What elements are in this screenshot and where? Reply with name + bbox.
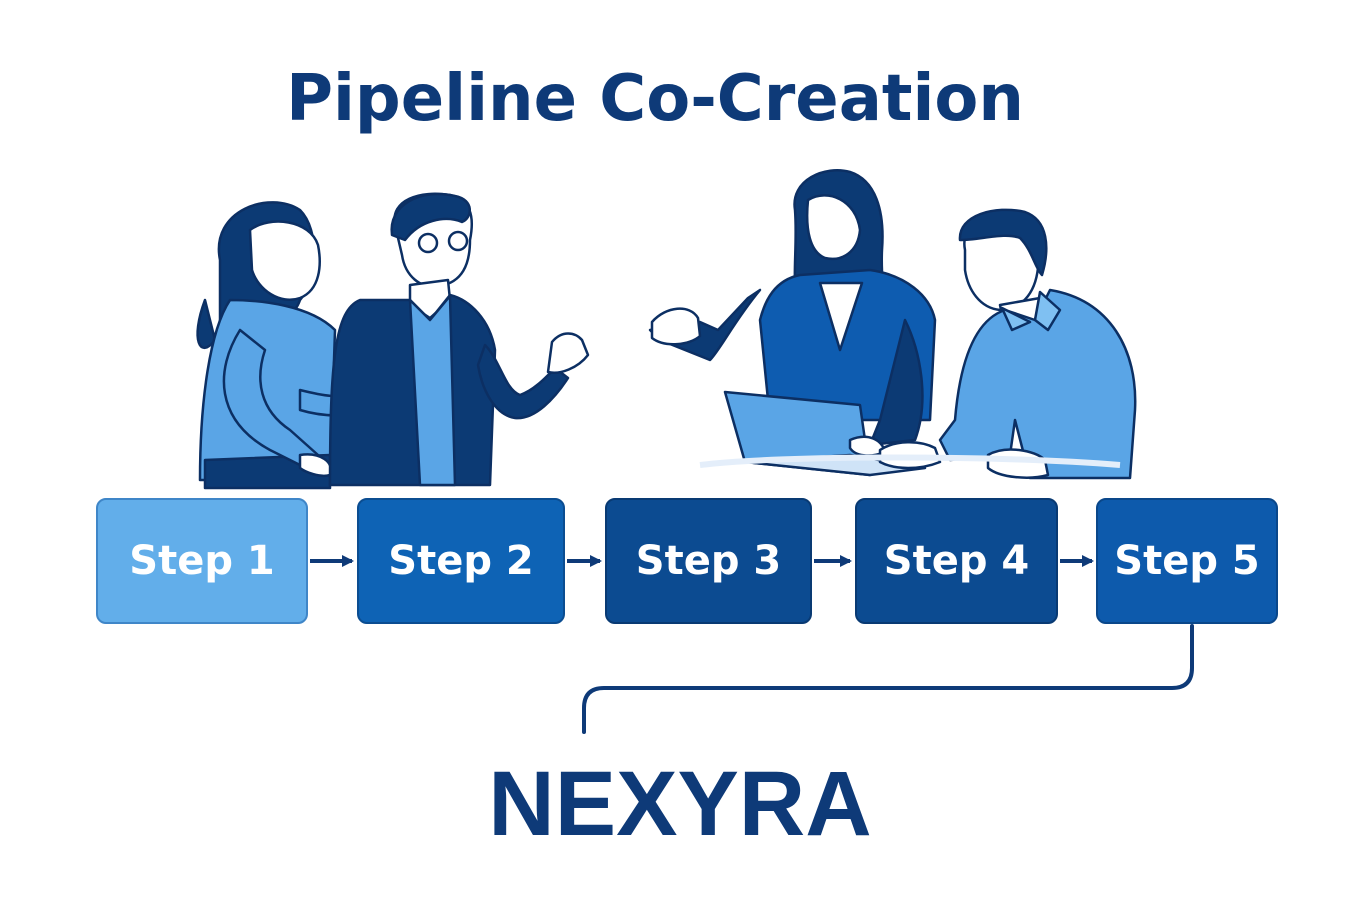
person-woman-laptop	[648, 169, 937, 447]
step-1-box: Step 1	[96, 498, 308, 624]
step-3-box: Step 3	[605, 498, 812, 624]
step-2-label: Step 2	[388, 538, 534, 584]
step-1-label: Step 1	[129, 538, 275, 584]
step-3-label: Step 3	[635, 538, 782, 584]
brand-logo-text: NEXYRA	[488, 753, 872, 855]
person-woman-left	[196, 201, 442, 490]
table-shadow	[699, 454, 1121, 468]
step-5-box: Step 5	[1096, 498, 1278, 624]
step-4-label: Step 4	[883, 538, 1030, 584]
page-title: Pipeline Co-Creation	[286, 62, 1024, 136]
step-5-label: Step 5	[1114, 538, 1260, 584]
step-2-box: Step 2	[357, 498, 565, 624]
step-4-box: Step 4	[855, 498, 1058, 624]
person-man-glasses	[328, 192, 590, 487]
person-man-right	[878, 208, 1137, 480]
